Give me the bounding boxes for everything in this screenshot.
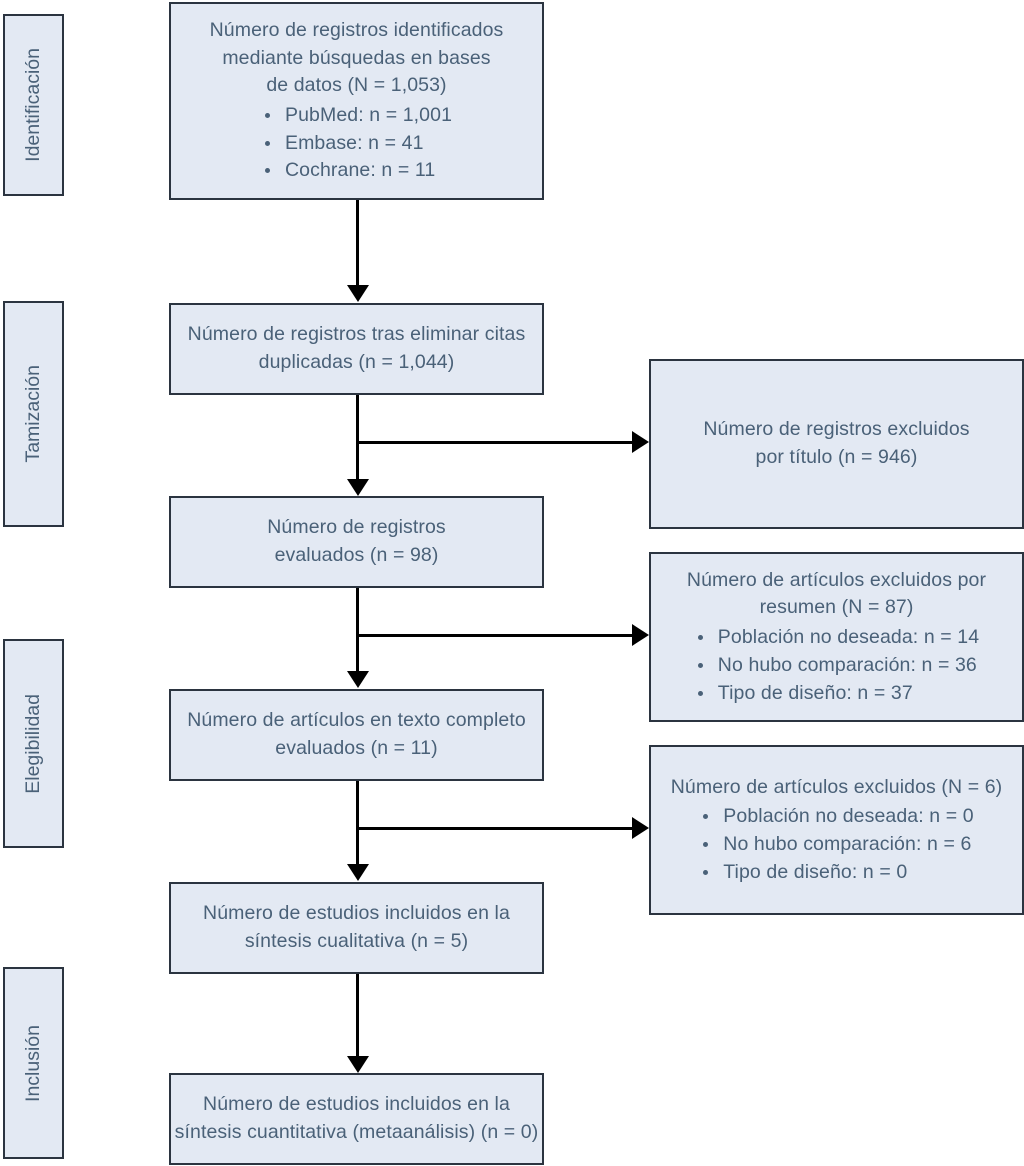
flow-box-line: Número de registros	[267, 516, 446, 539]
list-item: Cochrane: n = 11	[261, 157, 452, 185]
flow-box-line: Número de artículos en texto completo	[187, 709, 526, 732]
flow-box-line: duplicadas (n = 1,044)	[258, 351, 455, 373]
stage-label-text: Elegibilidad	[22, 693, 44, 794]
list-item: Tipo de diseño: n = 0	[699, 859, 973, 887]
arrowhead-right-excluded-fulltext	[632, 817, 649, 839]
flow-box-line: evaluados (n = 11)	[275, 737, 438, 759]
exclusion-box-line: Número de artículos excluidos (N = 6)	[670, 775, 1003, 798]
list-item: Tipo de diseño: n = 37	[694, 680, 979, 708]
flow-box-deduplicated: Número de registros tras eliminar citas …	[169, 303, 544, 395]
list-item: PubMed: n = 1,001	[261, 102, 452, 130]
flow-box-line: evaluados (n = 98)	[274, 544, 439, 566]
connector-deduplicated-to-screened	[356, 394, 359, 483]
arrowhead-down-screened	[347, 671, 369, 688]
flow-box-identified: Número de registros identificados median…	[169, 2, 544, 200]
stage-label-tamizacion: Tamización	[3, 301, 64, 527]
branch-to-excluded-title	[356, 441, 634, 444]
stage-label-identificacion: Identificación	[3, 14, 64, 196]
flow-box-quantitative: Número de estudios incluidos en la sínte…	[169, 1073, 544, 1165]
arrowhead-down-fulltext	[347, 864, 369, 881]
exclusion-box-excluded-title: Número de registros excluidos por título…	[649, 359, 1024, 529]
stage-label-text: Inclusión	[22, 1024, 44, 1102]
exclusion-box-line: Número de artículos excluidos por	[686, 568, 987, 591]
flow-box-line: Número de estudios incluidos en la	[203, 1093, 510, 1116]
exclusion-box-bullet-list: Población no deseada: n = 0 No hubo comp…	[699, 803, 974, 887]
stage-label-inclusion: Inclusión	[3, 967, 64, 1159]
arrowhead-down-deduplicated	[347, 479, 369, 496]
arrowhead-down-qualitative	[347, 1056, 369, 1073]
connector-identified-to-deduplicated	[356, 199, 359, 289]
flow-box-screened: Número de registros evaluados (n = 98)	[169, 496, 544, 588]
connector-fulltext-to-qualitative	[356, 780, 359, 868]
branch-to-excluded-abstract	[356, 634, 634, 637]
stage-label-text: Identificación	[22, 48, 44, 162]
list-item: Embase: n = 41	[261, 130, 452, 158]
flow-box-line: Número de estudios incluidos en la	[203, 902, 510, 925]
flow-box-qualitative: Número de estudios incluidos en la sínte…	[169, 882, 544, 974]
exclusion-box-line: Número de registros excluidos	[703, 418, 970, 441]
stage-label-elegibilidad: Elegibilidad	[3, 639, 64, 848]
list-item: Población no deseada: n = 0	[699, 803, 974, 831]
stage-label-text: Tamización	[22, 365, 44, 463]
list-item: No hubo comparación: n = 36	[694, 652, 979, 680]
flow-box-line: síntesis cuantitativa (metaanálisis) (n …	[174, 1121, 539, 1143]
exclusion-box-excluded-fulltext: Número de artículos excluidos (N = 6) Po…	[649, 745, 1024, 915]
exclusion-box-line: por título (n = 946)	[755, 446, 918, 468]
flow-box-line: síntesis cualitativa (n = 5)	[244, 930, 469, 952]
connector-qualitative-to-quantitative	[356, 970, 359, 1060]
flow-box-bullet-list: PubMed: n = 1,001 Embase: n = 41 Cochran…	[261, 102, 452, 185]
list-item: Población no deseada: n = 14	[694, 624, 979, 652]
flow-box-line: de datos (N = 1,053)	[266, 74, 447, 97]
arrowhead-right-excluded-title	[632, 431, 649, 453]
flow-box-line: Número de registros tras eliminar citas	[187, 323, 526, 346]
arrowhead-down-identified	[347, 285, 369, 302]
flow-box-fulltext: Número de artículos en texto completo ev…	[169, 689, 544, 781]
flow-box-line: Número de registros identificados	[209, 18, 504, 41]
exclusion-box-bullet-list: Población no deseada: n = 14 No hubo com…	[694, 624, 979, 707]
connector-screened-to-fulltext	[356, 587, 359, 675]
branch-to-excluded-fulltext	[356, 827, 634, 830]
list-item: No hubo comparación: n = 6	[699, 831, 973, 859]
exclusion-box-excluded-abstract: Número de artículos excluidos por resume…	[649, 552, 1024, 722]
arrowhead-right-excluded-abstract	[632, 624, 649, 646]
flow-box-line: mediante búsquedas en bases	[222, 46, 491, 69]
exclusion-box-line: resumen (N = 87)	[759, 596, 914, 619]
